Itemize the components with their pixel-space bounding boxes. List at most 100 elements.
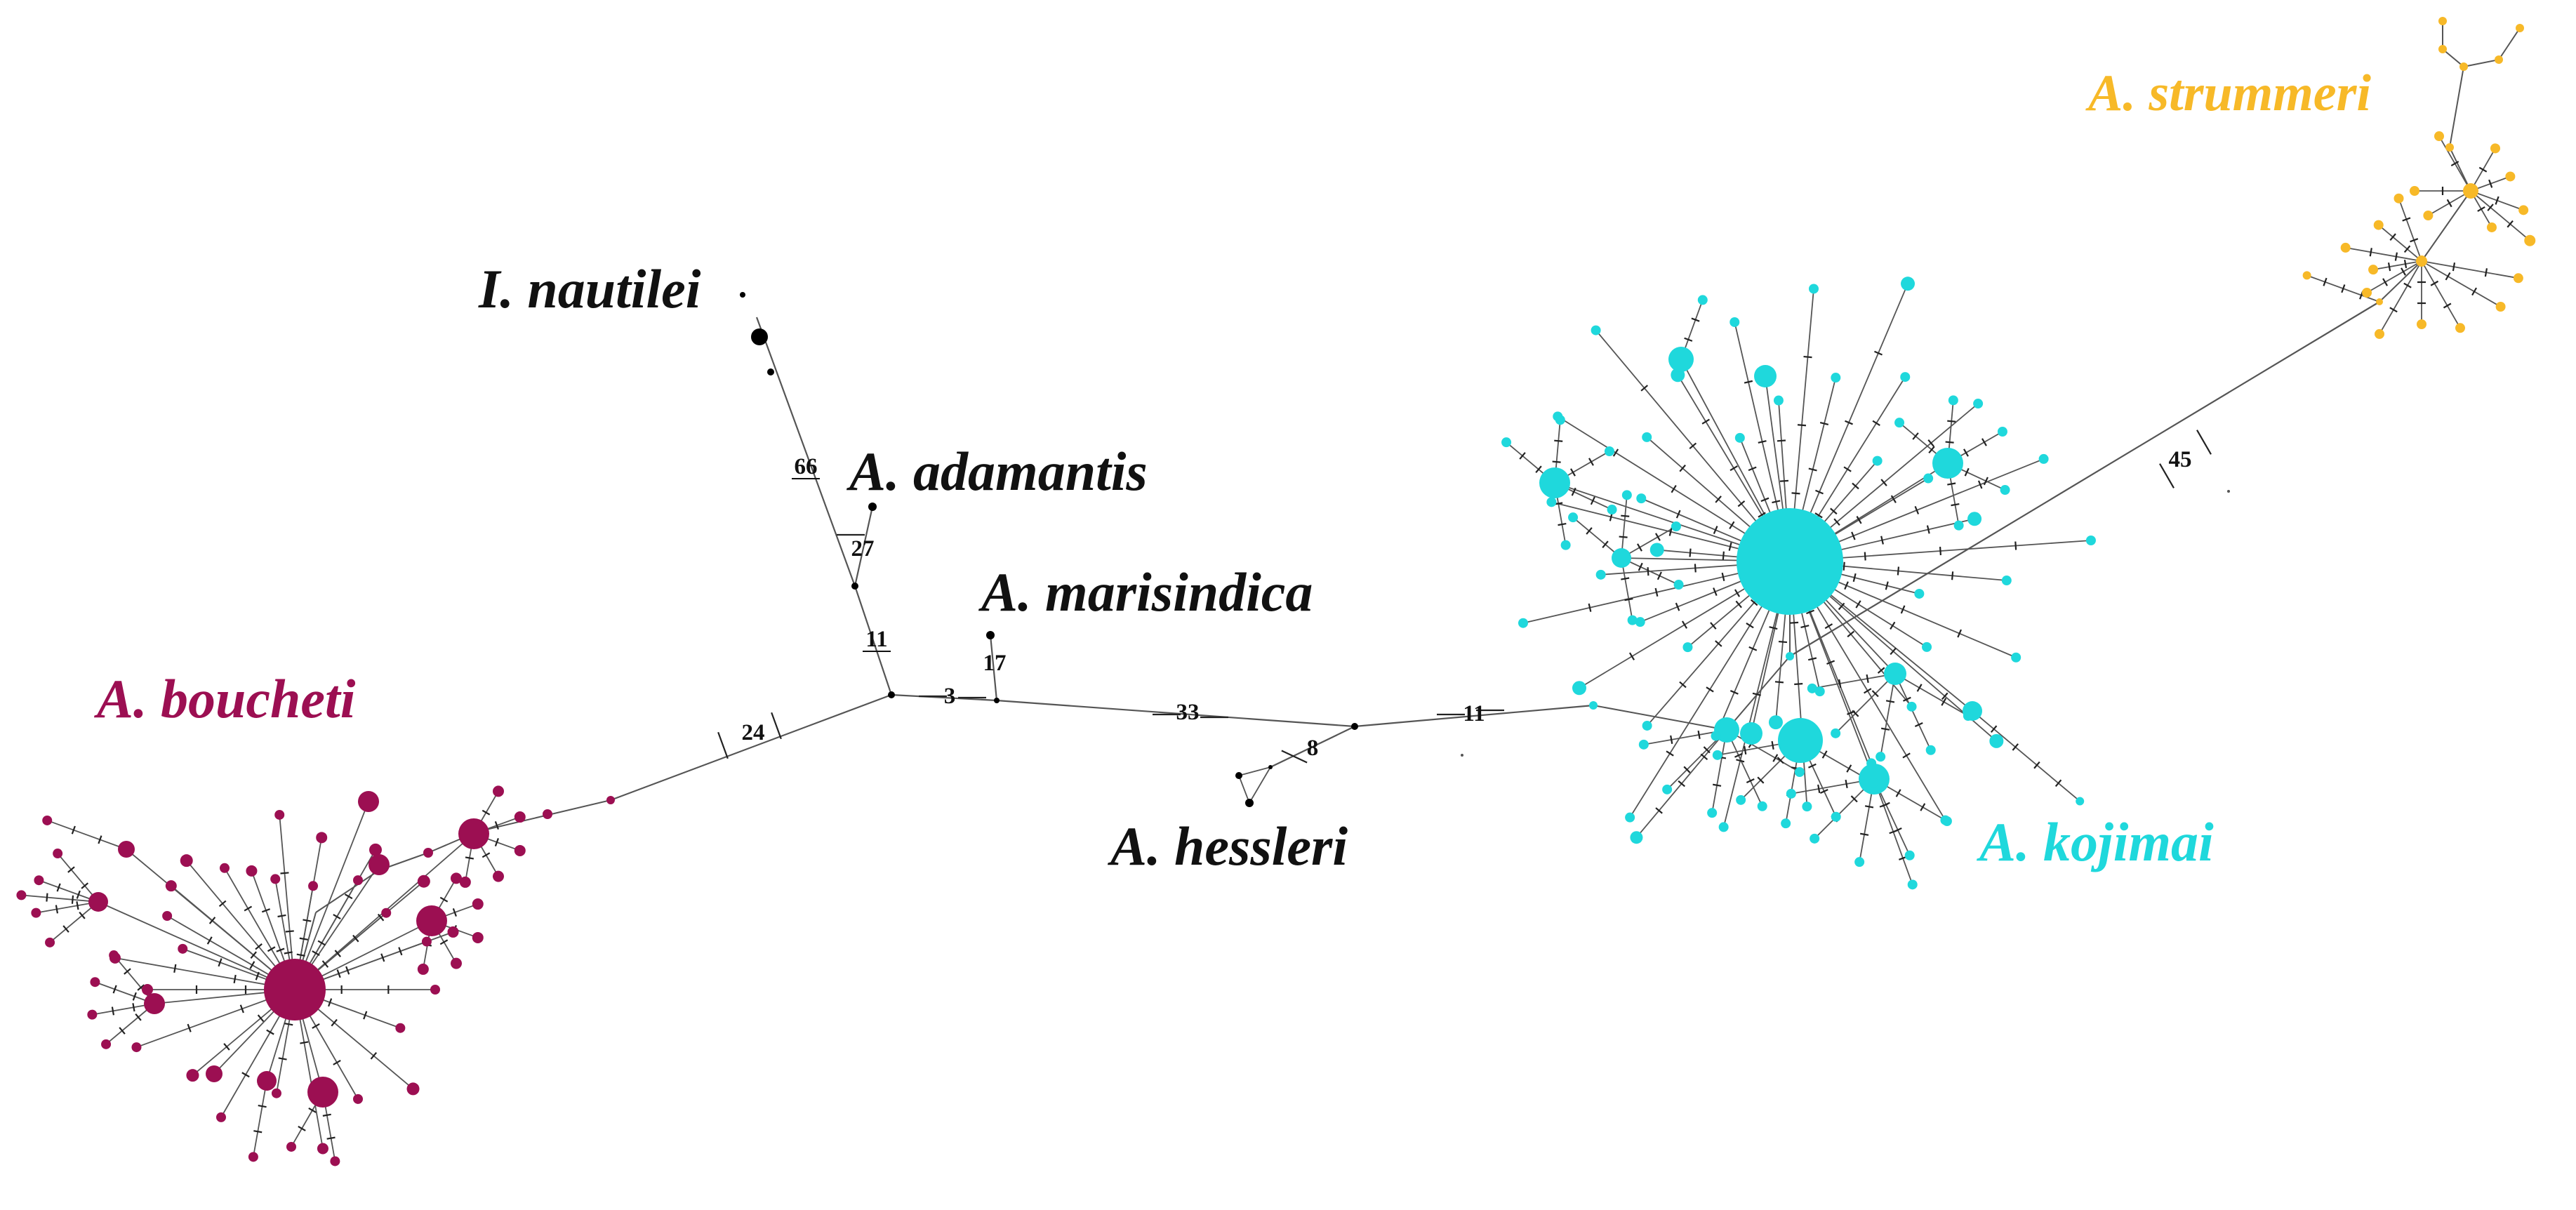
- edge-173: [2464, 60, 2499, 67]
- haplotype-node-boucheti-52: [144, 993, 165, 1014]
- mutation-tick: [1860, 834, 1868, 835]
- mutation-tick: [345, 894, 352, 898]
- haplotype-node-outgroup-0: [740, 292, 745, 298]
- mutation-tick: [1680, 465, 1685, 472]
- mutation-tick: [1901, 606, 1905, 613]
- haplotype-node-boucheti-13: [543, 809, 552, 819]
- haplotype-node-kojimai-163: [1875, 752, 1886, 762]
- mutation-tick: [1886, 700, 1894, 702]
- mutation-tick: [1913, 433, 1918, 439]
- mutation-tick: [1722, 573, 1725, 581]
- mutation-tick: [1952, 571, 1953, 580]
- haplotype-node-kojimai-123: [1668, 347, 1694, 372]
- mutation-tick: [1772, 500, 1780, 503]
- haplotype-node-strummeri-175: [2495, 55, 2503, 64]
- edge-185: [2367, 261, 2422, 293]
- haplotype-node-kojimai-147: [1831, 811, 1841, 822]
- haplotype-node-outgroup-5: [888, 691, 895, 698]
- mutation-tick: [1847, 632, 1854, 637]
- mutation-tick: [1670, 528, 1672, 536]
- haplotype-node-kojimai-89: [1729, 317, 1740, 327]
- mutation-tick: [1751, 600, 1758, 606]
- mutation-tick: [2396, 253, 2397, 261]
- haplotype-node-outgroup-1: [751, 328, 768, 345]
- haplotype-node-boucheti-69: [87, 1009, 98, 1020]
- haplotype-node-kojimai-168: [1630, 831, 1643, 844]
- edge-178: [2379, 225, 2422, 261]
- mutation-tick: [1881, 479, 1887, 486]
- haplotype-node-strummeri-181: [2394, 193, 2404, 204]
- haplotype-node-boucheti-38: [270, 874, 281, 884]
- mutation-label-66: 66: [795, 454, 818, 479]
- mutation-tick: [1553, 462, 1561, 463]
- haplotype-node-strummeri-190: [2518, 205, 2529, 215]
- haplotype-node-boucheti-45: [416, 905, 447, 936]
- mutation-tick: [1834, 519, 1840, 525]
- haplotype-node-kojimai-150: [1712, 750, 1722, 760]
- edge-0: [611, 695, 891, 800]
- haplotype-node-kojimai-160: [1786, 788, 1796, 799]
- mutation-tick: [1898, 567, 1899, 576]
- mutation-tick: [284, 952, 293, 953]
- haplotype-node-kojimai-144: [1673, 580, 1684, 590]
- haplotype-node-boucheti-32: [186, 1069, 199, 1082]
- mutation-tick: [1678, 781, 1685, 787]
- mutation-tick: [2056, 780, 2062, 786]
- mutation-tick: [253, 1131, 262, 1132]
- mutation-tick: [255, 944, 262, 950]
- haplotype-node-strummeri-174: [2459, 62, 2468, 71]
- mutation-tick: [2448, 199, 2452, 206]
- mutation-tick: [1711, 623, 1716, 629]
- edge-68: [58, 853, 98, 902]
- edge-6: [855, 507, 872, 586]
- mutation-label-45: 45: [2169, 447, 2192, 472]
- mutation-tick: [1676, 603, 1679, 611]
- mutation-tick: [1621, 578, 1629, 580]
- haplotype-node-strummeri-185: [2495, 302, 2506, 312]
- haplotype-node-kojimai-156: [1941, 816, 1952, 826]
- mutation-tick: [331, 1020, 337, 1026]
- haplotype-node-kojimai-122: [1539, 467, 1570, 498]
- mutation-tick: [1808, 764, 1816, 768]
- haplotype-node-boucheti-40: [353, 875, 363, 886]
- haplotype-node-boucheti-48: [369, 854, 390, 875]
- mutation-tick: [1777, 757, 1783, 763]
- edge-177: [2346, 248, 2422, 261]
- haplotype-node-boucheti-67: [53, 849, 63, 859]
- mutation-tick: [1736, 601, 1741, 607]
- mutation-tick: [353, 936, 359, 942]
- mutation-tick: [1658, 572, 1661, 580]
- edge-170: [2422, 191, 2471, 261]
- edge-16: [316, 870, 379, 912]
- edge-169: [2379, 261, 2422, 302]
- edge-163: [1835, 674, 1895, 733]
- haplotype-node-kojimai-119: [1518, 618, 1528, 628]
- haplotype-node-boucheti-22: [369, 843, 382, 856]
- haplotype-node-kojimai-103: [2011, 652, 2021, 663]
- mutation-tick: [46, 893, 47, 902]
- mutation-tick: [496, 838, 498, 846]
- mutation-tick: [327, 1138, 336, 1139]
- edge-152: [1712, 730, 1727, 813]
- haplotype-node-kojimai-139: [2000, 485, 2010, 496]
- haplotype-node-kojimai-112: [1718, 822, 1729, 832]
- haplotype-node-outgroup-11: [1268, 765, 1273, 769]
- mutation-tick: [1692, 319, 1699, 321]
- mutation-tick: [2323, 278, 2326, 286]
- mutation-tick: [482, 853, 489, 857]
- mutation-tick: [1734, 754, 1742, 757]
- mutation-tick: [399, 948, 401, 955]
- mutation-tick: [371, 1053, 376, 1059]
- mutation-tick: [2479, 168, 2486, 172]
- mutation-tick: [1940, 547, 1941, 555]
- mutation-tick: [2488, 204, 2493, 211]
- haplotype-node-kojimai-117: [1572, 681, 1586, 696]
- mutation-tick: [1881, 729, 1890, 730]
- haplotype-node-boucheti-60: [472, 898, 484, 910]
- mutation-tick: [1671, 736, 1672, 744]
- mutation-tick: [1851, 796, 1857, 802]
- haplotype-node-kojimai-82: [1546, 497, 1557, 507]
- mutation-tick: [218, 959, 221, 966]
- mutation-tick: [244, 907, 251, 911]
